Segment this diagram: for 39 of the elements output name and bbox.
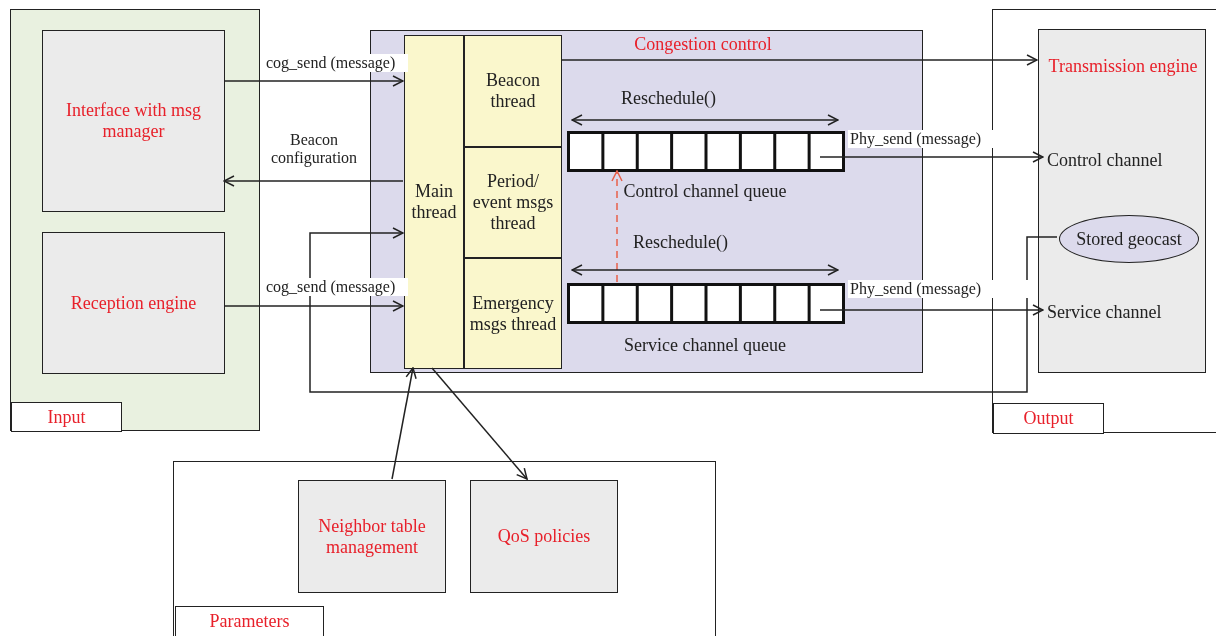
- arrow: [560, 54, 1038, 66]
- arrow: [611, 170, 623, 283]
- panel: [173, 461, 716, 636]
- process-box: Reception engine: [42, 232, 225, 374]
- arrow: [431, 367, 528, 480]
- group-label: Output: [993, 403, 1104, 434]
- arrow: [391, 367, 417, 480]
- channel-label: Service channel: [1047, 300, 1197, 324]
- queue-label: Control channel queue: [622, 181, 788, 202]
- note-label: Reschedule(): [633, 232, 728, 253]
- process-box: Interface with msg manager: [42, 30, 225, 212]
- thread-box: Period/ event msgs thread: [464, 147, 562, 258]
- queue-label: Service channel queue: [623, 335, 787, 356]
- ellipse-node: Stored geocast: [1059, 215, 1199, 263]
- arrow: [819, 151, 1044, 163]
- queue-bar: [567, 131, 845, 172]
- edge-label: cog_send (message): [264, 278, 408, 297]
- edge-label: Beacon configuration: [269, 131, 359, 168]
- group-title: Transmission engine: [1047, 54, 1199, 78]
- panel: [10, 9, 260, 431]
- group-label: Input: [11, 402, 122, 432]
- arrow: [223, 175, 404, 187]
- process-box: Neighbor table management: [298, 480, 446, 593]
- note-label: Reschedule(): [621, 88, 716, 109]
- edge-label: cog_send (message): [264, 54, 408, 73]
- thread-box: Main thread: [404, 35, 464, 369]
- queue-bar: [567, 283, 845, 324]
- channel-label: Control channel: [1047, 148, 1197, 172]
- group-title: Congestion control: [633, 32, 773, 56]
- arrow: [819, 304, 1044, 316]
- process-box: QoS policies: [470, 480, 618, 593]
- group-label: Parameters: [175, 606, 324, 636]
- panel: [1038, 29, 1206, 373]
- arrow: [309, 227, 1058, 393]
- arrow: [223, 75, 404, 87]
- thread-box: Emergency msgs thread: [464, 258, 562, 369]
- thread-box: Beacon thread: [464, 35, 562, 147]
- panel: [992, 9, 1216, 433]
- arrow: [223, 300, 404, 312]
